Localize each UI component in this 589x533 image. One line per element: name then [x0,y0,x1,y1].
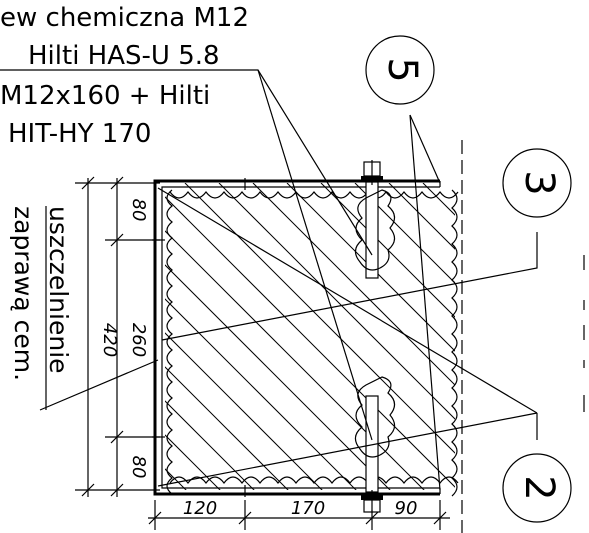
steel-channel [152,178,441,497]
dim-h-mid: 170 [291,498,325,519]
anchor-rod-bottom [354,376,396,513]
mortar-sealing [166,189,459,497]
leader-lines [0,69,538,491]
dim-h-right: 90 [395,498,418,519]
sealing-line-1: uszczelnienie [44,206,73,374]
dim-v-top: 80 [128,199,149,222]
sealing-description: uszczelnienie zaprawą cem. [9,206,73,410]
dim-v-total: 420 [99,323,120,357]
anchor-line-2: Hilti HAS-U 5.8 [28,41,220,71]
dim-h-left: 120 [183,498,217,519]
marker-2-label: 2 [516,475,562,500]
marker-2-circle [502,453,572,523]
marker-3-circle [502,148,572,218]
horizontal-dimensions [148,500,450,530]
vertical-dimensions [75,176,160,497]
sealing-line-2: zaprawą cem. [9,206,38,381]
marker-5-circle [365,35,435,105]
marker-5-label: 5 [379,57,425,82]
dim-v-mid: 260 [128,323,149,357]
marker-3-label: 3 [516,170,562,195]
anchor-description: ew chemiczna M12 Hilti HAS-U 5.8 M12x160… [0,3,249,149]
anchor-line-3: M12x160 + Hilti [0,81,210,111]
dim-v-bottom: 80 [128,456,149,479]
anchor-line-1: ew chemiczna M12 [0,3,249,33]
anchor-rod-top [354,160,396,279]
anchor-line-4: HIT-HY 170 [8,119,151,149]
